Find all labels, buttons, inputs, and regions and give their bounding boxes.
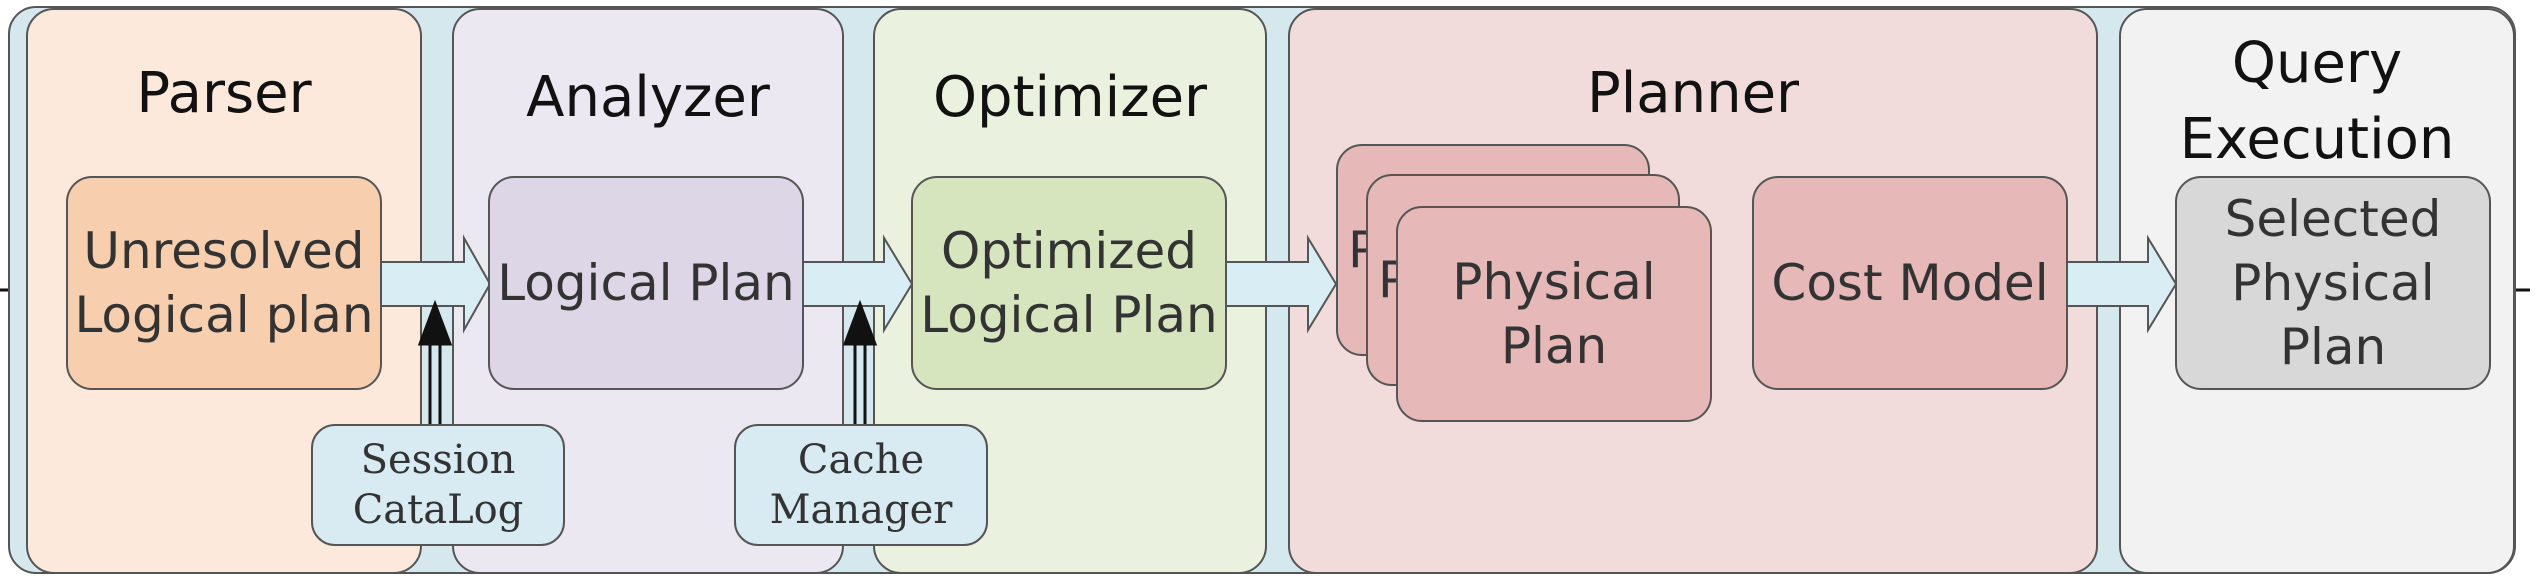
optimized-logical-plan-box: Optimized Logical Plan (911, 176, 1227, 390)
physical-plan-box: Physical Plan (1396, 206, 1712, 422)
execution-title: Query Execution (2179, 31, 2455, 172)
arrow-optimizer-to-planner (1225, 234, 1338, 334)
selected-physical-plan-box: Selected Physical Plan (2175, 176, 2491, 390)
optimizer-title: Optimizer (932, 65, 1208, 130)
arrow-planner-to-execution (2065, 234, 2178, 334)
analyzer-title: Analyzer (526, 65, 770, 130)
cache-manager-box: Cache Manager (734, 424, 988, 546)
arrow-session-catalog-up (417, 299, 453, 346)
unresolved-logical-plan-box: Unresolved Logical plan (66, 176, 382, 390)
arrow-parser-to-analyzer (379, 234, 492, 334)
session-catalog-box: Session CataLog (311, 424, 565, 546)
arrow-analyzer-to-optimizer (801, 234, 914, 334)
planner-title: Planner (1586, 61, 1800, 126)
arrow-cache-manager-up (842, 299, 878, 346)
parser-title: Parser (136, 61, 312, 126)
logical-plan-box: Logical Plan (488, 176, 804, 390)
cost-model-box: Cost Model (1752, 176, 2068, 390)
